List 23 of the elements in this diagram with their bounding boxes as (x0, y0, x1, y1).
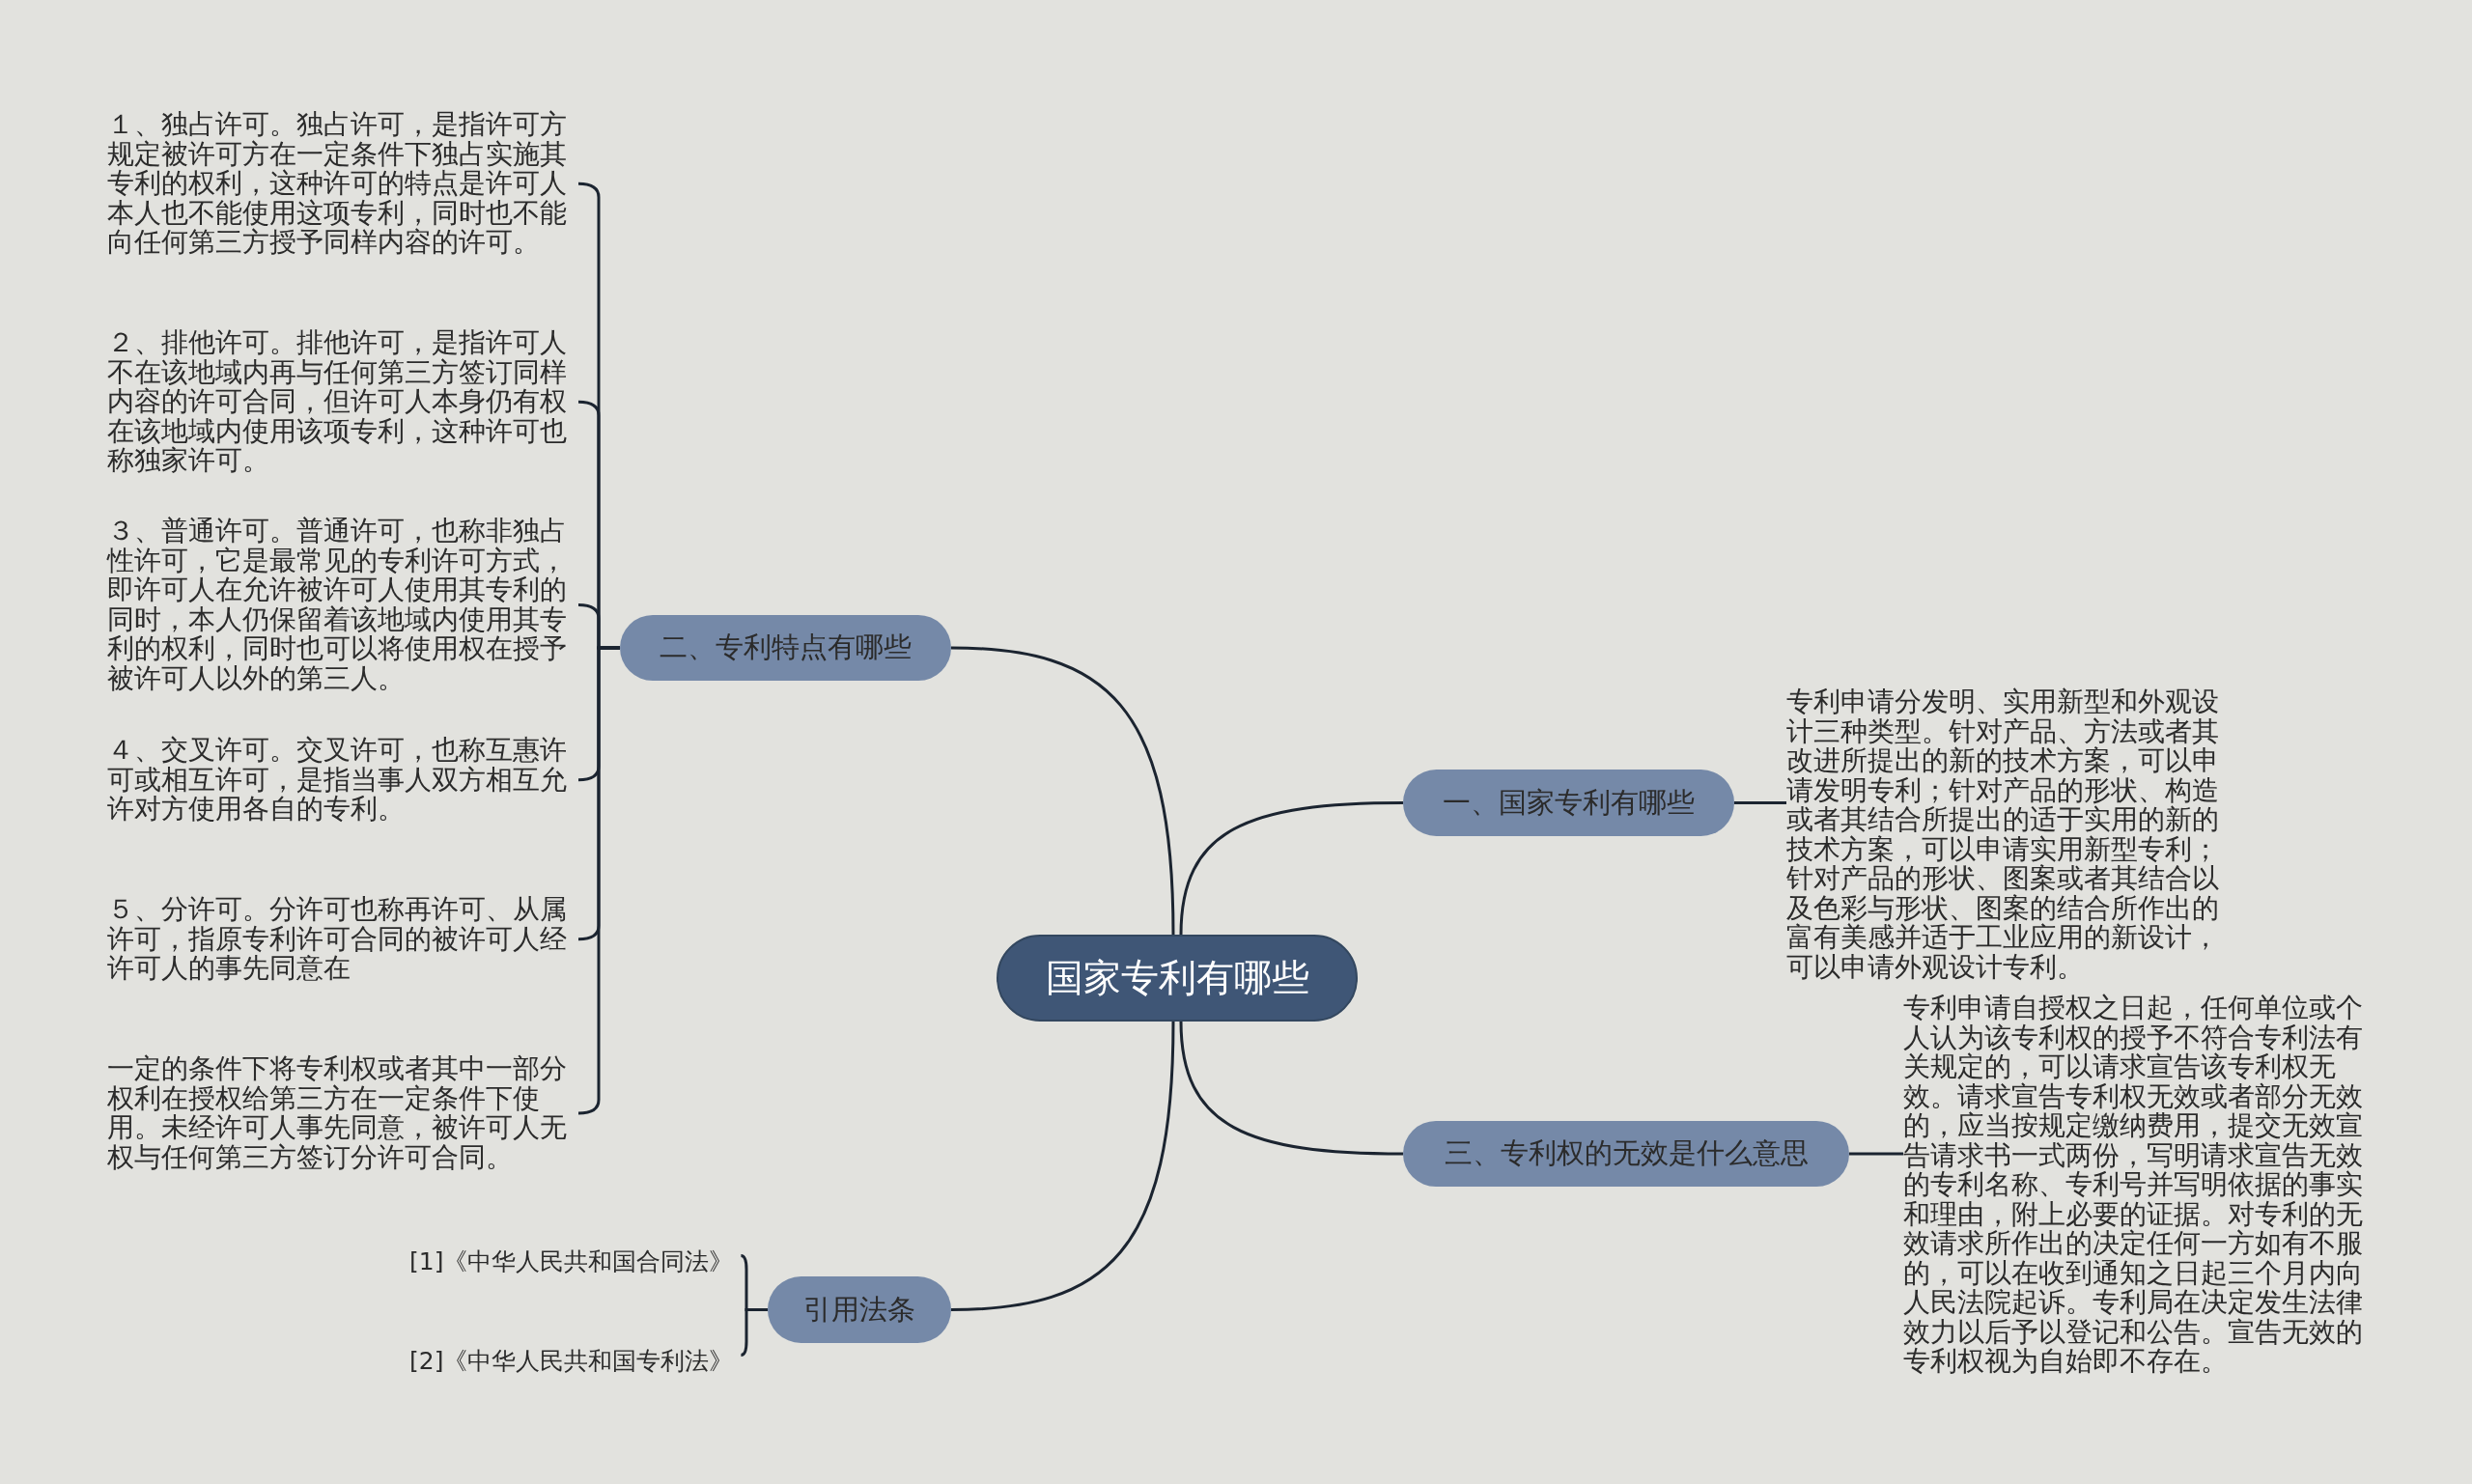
note-text: 专利申请分发明、实用新型和外观设计三种类型。针对产品、方法或者其改进所提出的新的技术方案，可以申请发明专利；针对产品的形状、构造或者其结合所提出的适于实用的新的技术方案，可以申请实用新型专利；针对产品的形状、图案或者其结合以及色彩与形状、图案的结合所作出的富有美感并适于工业应用的新设计，可以申请外观设计专利。 (1786, 687, 2240, 982)
reference-text: [1]《中华人民共和国合同法》 (409, 1246, 734, 1277)
note-text: ５、分许可。分许可也称再许可、从属许可，指原专利许可合同的被许可人经许可人的事先同意在 (107, 895, 571, 984)
connector-line (1734, 801, 1786, 804)
connector-line (950, 646, 1175, 936)
note-text: １、独占许可。独占许可，是指许可方规定被许可方在一定条件下独占实施其专利的权利，这种许可的特点是许可人本人也不能使用这项专利，同时也不能向任何第三方授予同样内容的许可。 (107, 110, 571, 258)
note-text: ３、普通许可。普通许可，也称非独占性许可，它是最常见的专利许可方式，即许可人在允许被许可人使用其专利的同时，本人仍保留着该地域内使用其专利的权利，同时也可以将使用权在授予被许可人以外的第三人。 (107, 517, 571, 693)
note-text: 一定的条件下将专利权或者其中一部分权利在授权给第三方在一定条件下使用。未经许可人事先同意，被许可人无权与任何第三方签订分许可合同。 (107, 1054, 571, 1172)
note-text: 专利申请自授权之日起，任何单位或个人认为该专利权的授予不符合专利法有关规定的，可以请求宣告该专利权无效。请求宣告专利权无效或者部分无效的，应当按规定缴纳费用，提交无效宣告请求书一式两份，写明请求宣告无效的专利名称、专利号并写明依据的事实和理由，附上必要的证据。对专利的无效请求所作出的决定任何一方如有不服的，可以在收到通知之日起三个月内向人民法院起诉。专利局在决定发生法律效力以后予以登记和公告。宣告无效的专利权视为自始即不存在。 (1903, 994, 2373, 1377)
connector-line (577, 646, 620, 1115)
topic-box: 一、国家专利有哪些 (1403, 770, 1734, 836)
connector-line (740, 1308, 768, 1357)
topic-box: 引用法条 (768, 1276, 951, 1343)
topic-box: 三、专利权的无效是什么意思 (1403, 1121, 1849, 1187)
note-text: ４、交叉许可。交叉许可，也称互惠许可或相互许可，是指当事人双方相互允许对方使用各自的专利。 (107, 736, 571, 825)
central-topic: 国家专利有哪些 (997, 935, 1358, 1022)
connector-line (1179, 801, 1404, 936)
topic-box: 二、专利特点有哪些 (620, 615, 951, 681)
connector-line (950, 1021, 1175, 1311)
connector-line (1849, 1152, 1903, 1156)
connector-line (1179, 1021, 1404, 1156)
reference-text: [2]《中华人民共和国专利法》 (409, 1345, 734, 1377)
note-text: ２、排他许可。排他许可，是指许可人不在该地域内再与任何第三方签订同样内容的许可合同，但许可人本身仍有权在该地域内使用该项专利，这种许可也称独家许可。 (107, 328, 571, 476)
